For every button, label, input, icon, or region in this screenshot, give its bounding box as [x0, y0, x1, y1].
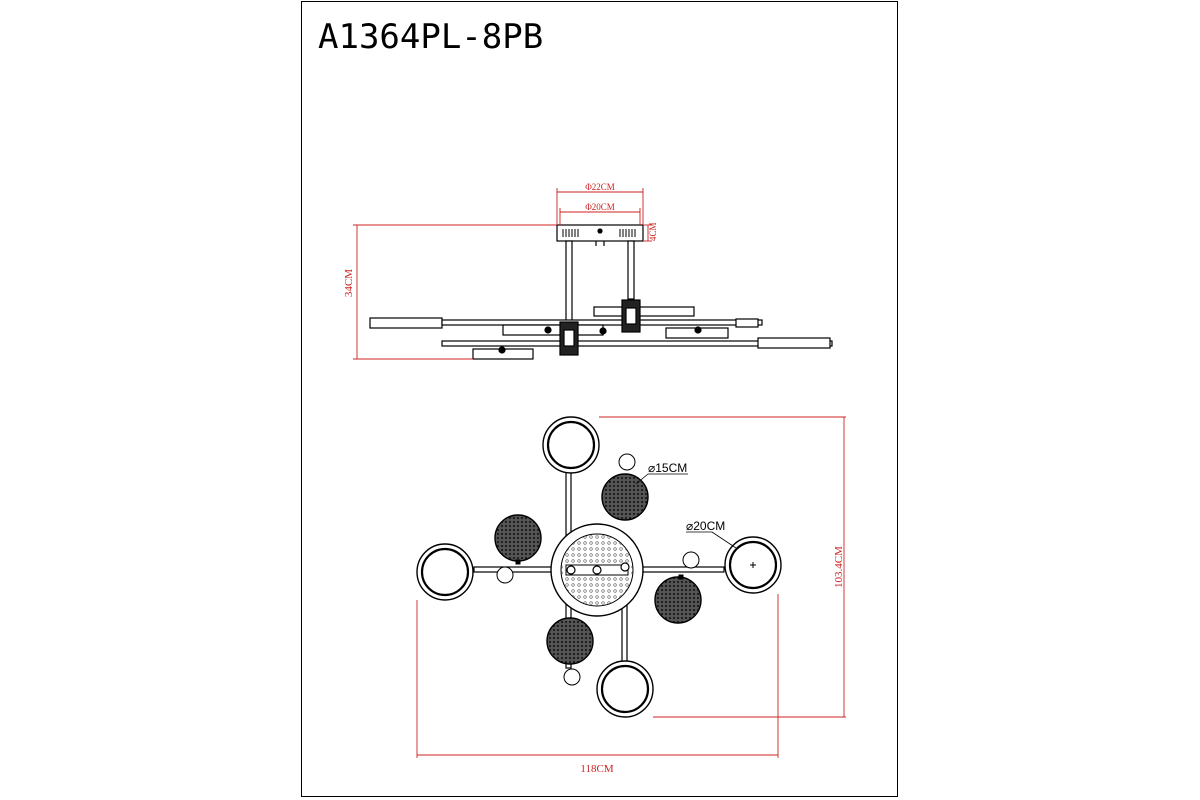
small-bulbs [496, 453, 700, 686]
mesh-shade-bottom-left [546, 617, 594, 665]
canopy-height-label: 4CM [648, 222, 658, 241]
small-shade-diameter-label: ⌀15CM [648, 461, 687, 475]
large-shade-top [542, 416, 600, 474]
model-title: A1364PL-8PB [318, 17, 544, 57]
side-dimensions [353, 188, 652, 360]
light-arms [369, 299, 833, 360]
top-dimensions [416, 416, 846, 758]
mesh-shade-bottom-right [654, 576, 702, 624]
large-shade-diameter-label: ⌀20CM [686, 519, 725, 533]
total-width-label: 118CM [580, 763, 613, 775]
large-shade-left [416, 543, 474, 601]
total-height-label: 34CM [343, 269, 355, 297]
drawing-sheet [301, 1, 898, 797]
leader-lines [635, 473, 737, 549]
canopy-outer-diameter-label: Φ22CM [585, 182, 615, 192]
mesh-shade-top-right [601, 473, 649, 521]
mesh-shade-top-left [494, 514, 542, 562]
mesh-shades [494, 473, 702, 665]
top-view: ⌀15CM ⌀20CM 118CM 103.4CM [416, 416, 846, 775]
canopy-inner-diameter-label: Φ20CM [585, 202, 615, 212]
large-shades [416, 416, 782, 718]
side-view: Φ22CM Φ20CM 4CM 34CM [343, 182, 833, 360]
large-shade-bottom [596, 660, 654, 718]
center-body [550, 523, 644, 617]
total-depth-label: 103.4CM [833, 546, 845, 588]
canopy [556, 224, 644, 246]
large-shade-right [724, 536, 782, 594]
